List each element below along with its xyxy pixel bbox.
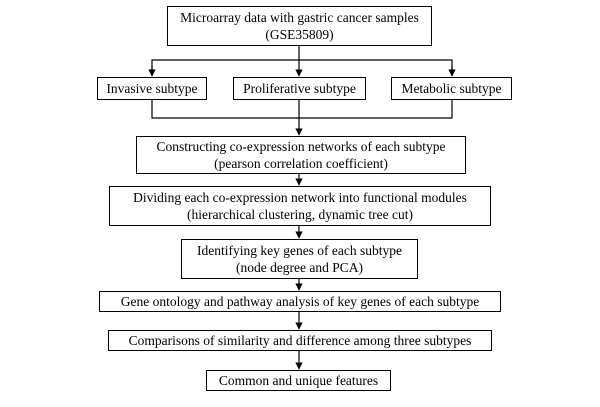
modules-box: Dividing each co-expression network into…	[109, 186, 491, 226]
key-genes-line1: Identifying key genes of each subtype	[196, 243, 403, 258]
enrichment-label: Gene ontology and pathway analysis of ke…	[120, 294, 480, 309]
modules-line1: Dividing each co-expression network into…	[133, 190, 467, 205]
data-source-line2: (GSE35809)	[265, 27, 334, 42]
key-genes-box: Identifying key genes of each subtype (n…	[181, 239, 418, 279]
proliferative-subtype-box: Proliferative subtype	[233, 77, 366, 100]
invasive-subtype-box: Invasive subtype	[97, 77, 207, 100]
features-label: Common and unique features	[218, 373, 379, 388]
data-source-box: Microarray data with gastric cancer samp…	[167, 6, 432, 46]
networks-line1: Constructing co-expression networks of e…	[156, 139, 446, 154]
comparison-label: Comparisons of similarity and difference…	[128, 333, 472, 348]
proliferative-subtype-label: Proliferative subtype	[243, 81, 356, 96]
metabolic-subtype-label: Metabolic subtype	[401, 81, 502, 96]
key-genes-line2: (node degree and PCA)	[235, 260, 364, 275]
networks-box: Constructing co-expression networks of e…	[136, 136, 466, 174]
comparison-box: Comparisons of similarity and difference…	[108, 330, 492, 351]
features-box: Common and unique features	[206, 370, 391, 391]
fork-line	[151, 59, 453, 75]
networks-line2: (pearson correlation coefficient)	[214, 156, 388, 171]
data-source-line1: Microarray data with gastric cancer samp…	[180, 10, 419, 25]
invasive-subtype-label: Invasive subtype	[106, 81, 198, 96]
metabolic-subtype-box: Metabolic subtype	[391, 77, 512, 100]
merge-line	[151, 100, 453, 119]
modules-line2: (hierarchical clustering, dynamic tree c…	[186, 207, 413, 222]
enrichment-box: Gene ontology and pathway analysis of ke…	[99, 291, 501, 312]
